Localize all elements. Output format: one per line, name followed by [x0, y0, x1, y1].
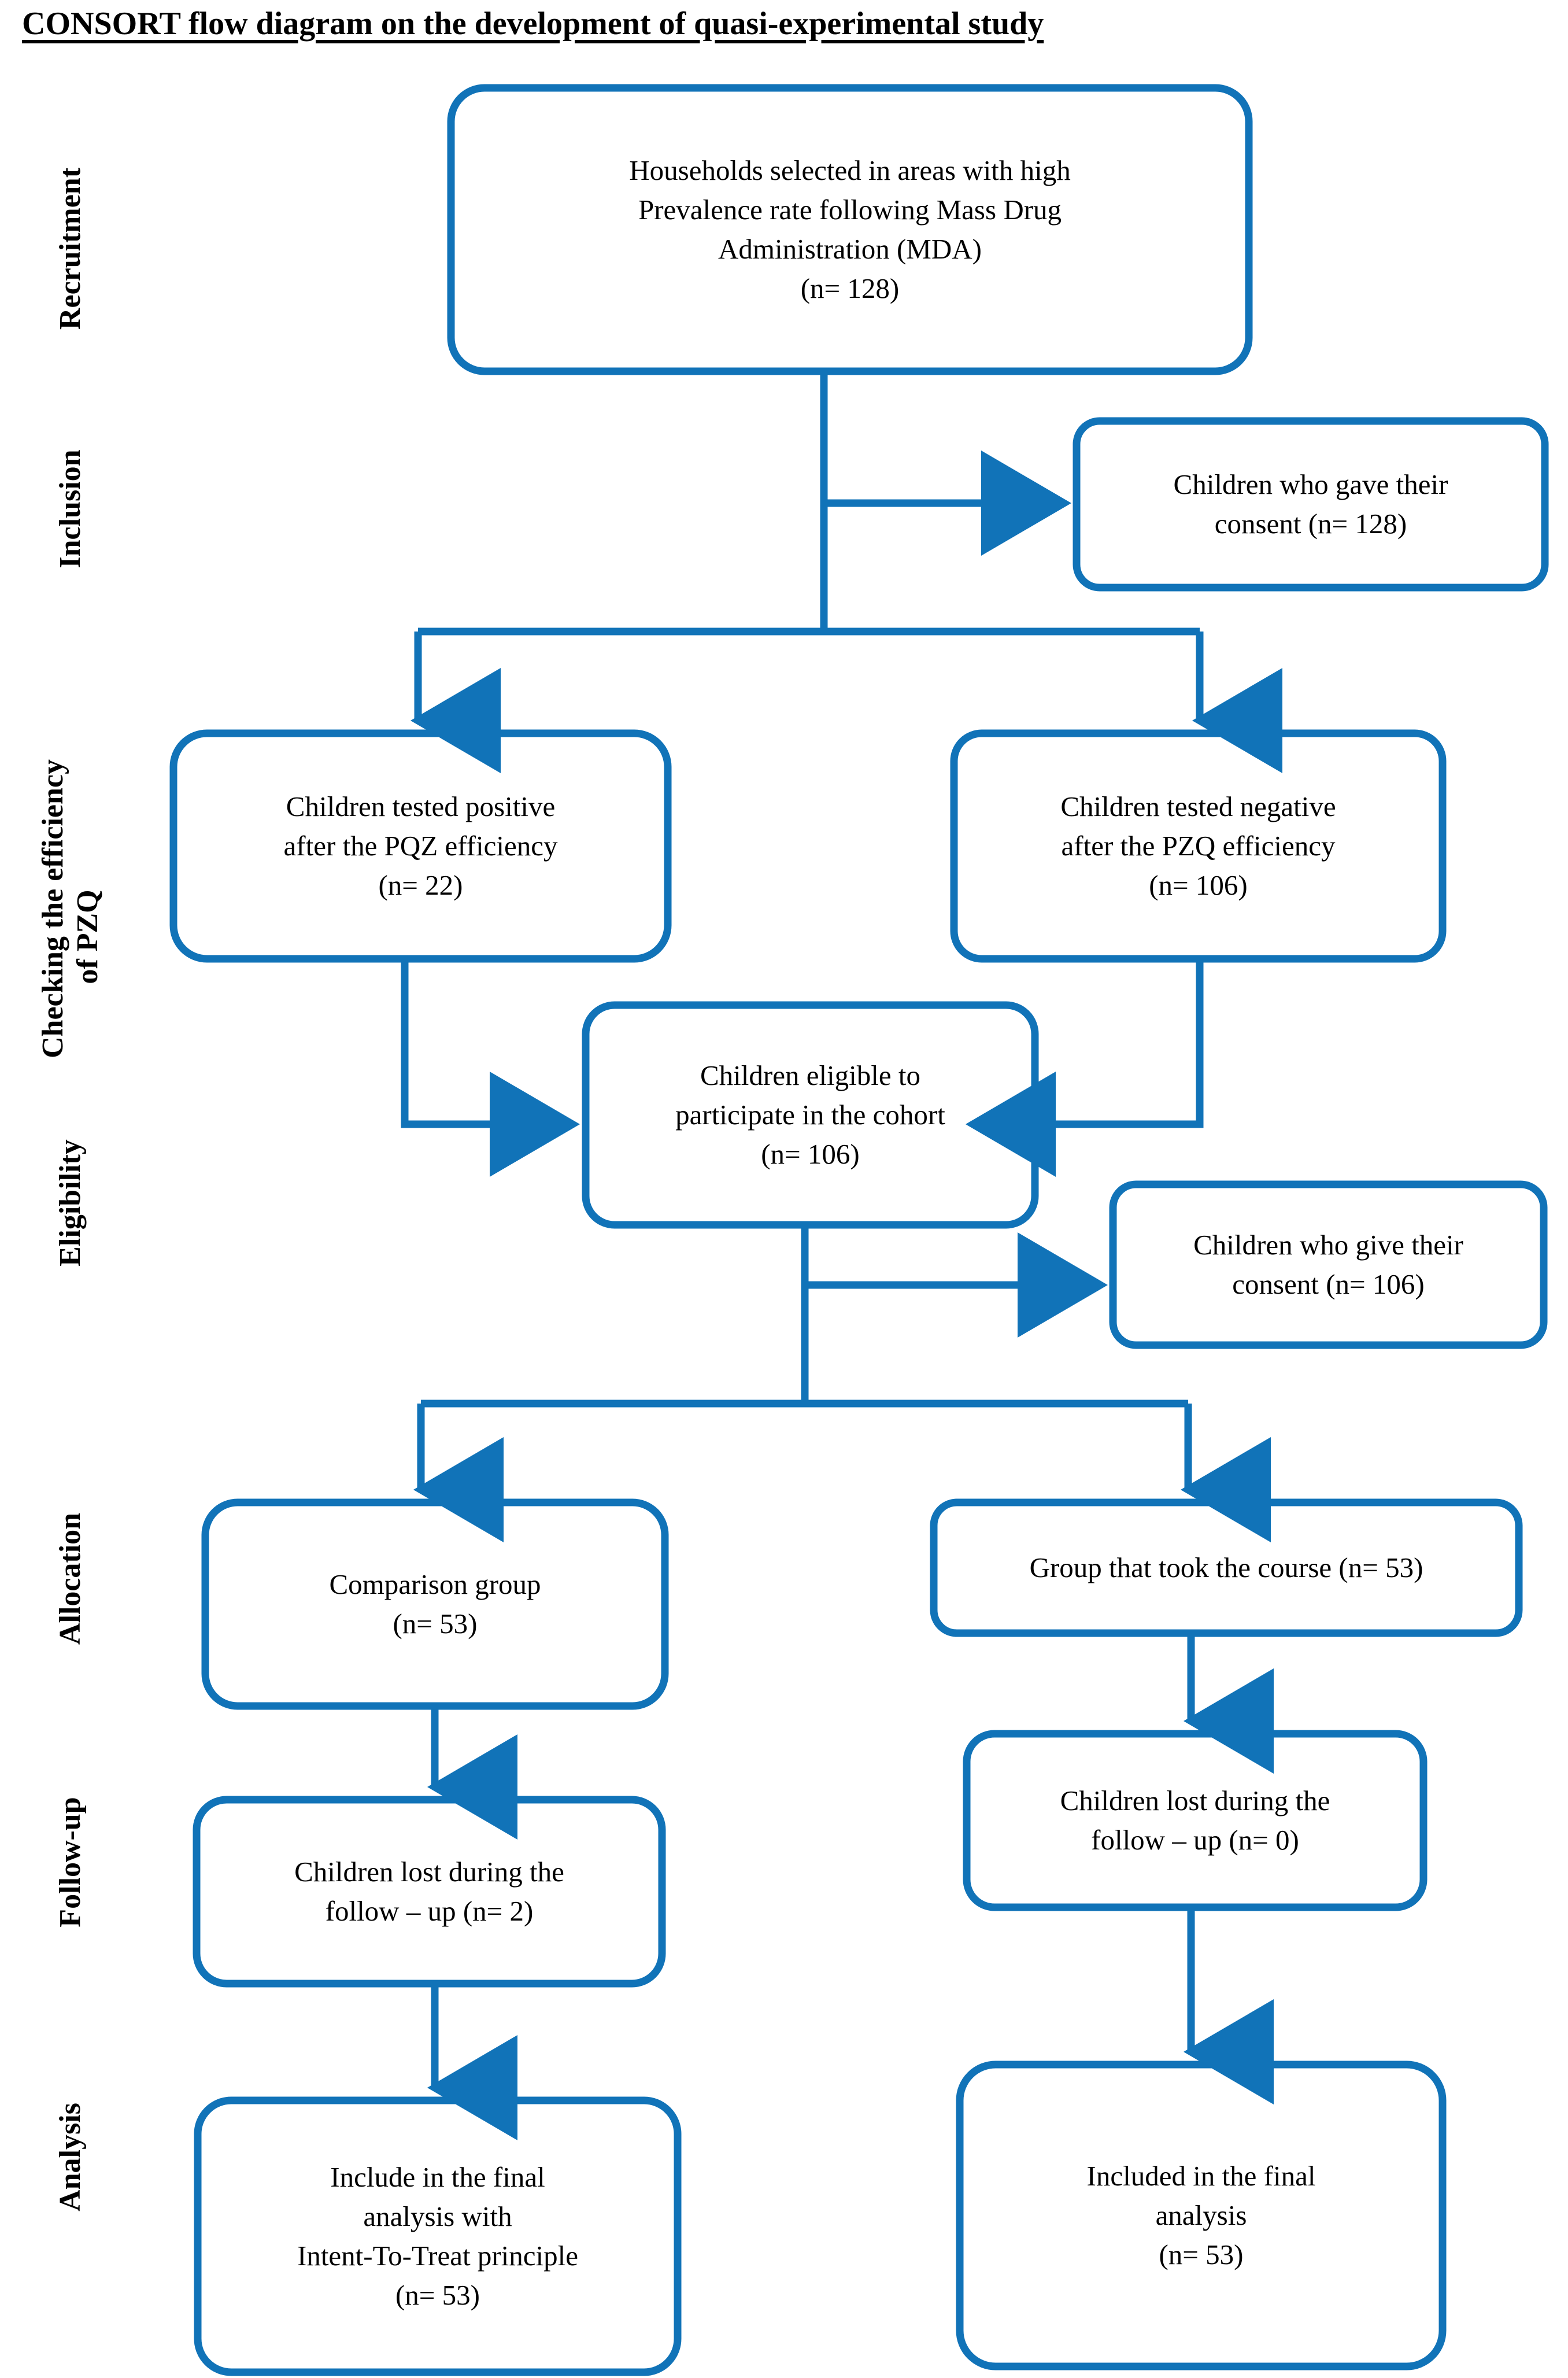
node-box-lost-right — [963, 1730, 1428, 1911]
page-title: CONSORT flow diagram on the development … — [22, 6, 1044, 42]
node-box-households — [447, 84, 1253, 375]
connector-positive-to-eligible — [401, 959, 580, 1177]
node-box-eligible-cohort — [582, 1001, 1039, 1229]
node-box-course-group — [930, 1498, 1523, 1637]
node-box-analysis-right — [956, 2061, 1447, 2370]
node-box-lost-left — [193, 1796, 666, 1988]
node-box-consent-inclusion — [1073, 417, 1549, 592]
node-box-consent-eligibility — [1109, 1180, 1548, 1349]
node-box-tested-positive — [169, 729, 672, 963]
node-box-comparison-group — [201, 1498, 669, 1710]
node-box-analysis-left — [194, 2096, 682, 2376]
connector-negative-to-eligible — [966, 959, 1204, 1177]
node-box-tested-negative — [950, 729, 1447, 963]
